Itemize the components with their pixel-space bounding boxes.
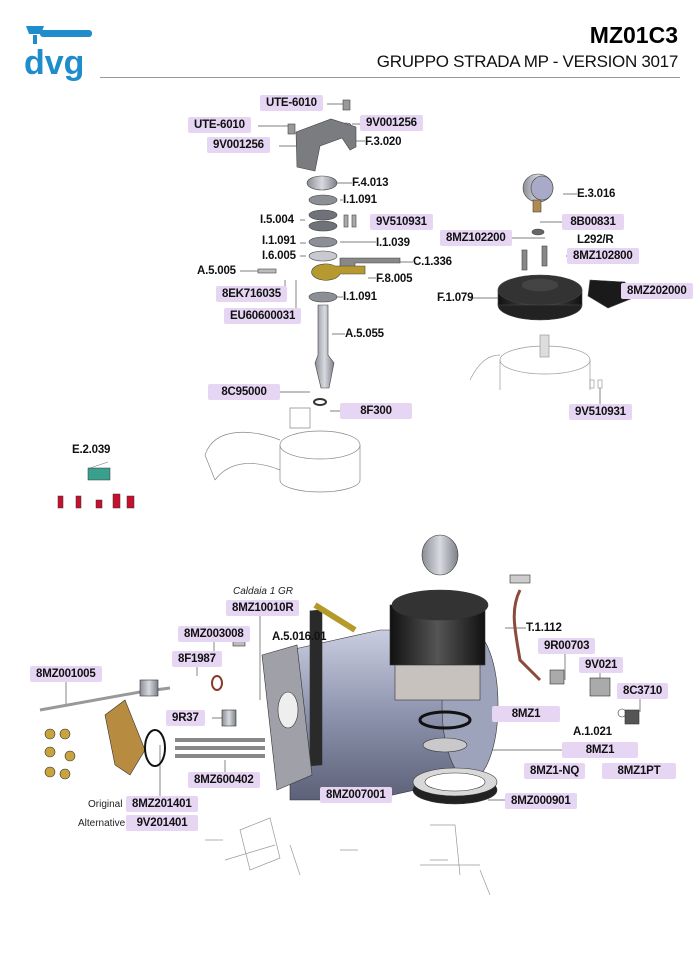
part-label: 8F300 [340, 403, 412, 419]
part-label: 9V510931 [370, 214, 433, 230]
part-label: UTE-6010 [260, 95, 323, 111]
alternative-caption: Alternative [78, 818, 126, 829]
part-label: I.1.039 [376, 237, 410, 249]
part-label: 8MZ102800 [567, 248, 639, 264]
header-divider [100, 77, 680, 78]
part-label: 8MZ1 [562, 742, 638, 758]
part-label: F.1.079 [437, 292, 474, 304]
part-label: 8MZ007001 [320, 787, 392, 803]
part-label: T.1.112 [526, 622, 562, 634]
part-label: 8MZ1PT [602, 763, 676, 779]
part-label: 8MZ001005 [30, 666, 102, 682]
bracket [257, 99, 401, 406]
part-label: I.6.005 [262, 250, 296, 262]
part-label: 9R00703 [538, 638, 596, 654]
part-label: 9V001256 [207, 137, 270, 153]
part-label: 8B00831 [562, 214, 624, 230]
part-label: F.3.020 [365, 136, 402, 148]
part-label: I.1.091 [343, 194, 377, 206]
part-label: 8MZ600402 [188, 772, 260, 788]
part-label: 9R37 [166, 710, 205, 726]
part-label: I.1.091 [343, 291, 377, 303]
svg-text:dvg: dvg [24, 44, 84, 82]
part-label: 8C3710 [617, 683, 669, 699]
part-label: 9V201401 [126, 815, 198, 831]
part-label: 8MZ102200 [440, 230, 512, 246]
part-label: L292/R [577, 234, 614, 246]
part-label: 8MZ201401 [126, 796, 198, 812]
boiler-caption: Caldaia 1 GR [233, 586, 294, 597]
part-label: I.1.091 [262, 235, 296, 247]
page-title: MZ01C3 [589, 22, 678, 48]
part-label: 9V510931 [569, 404, 632, 420]
part-label: 8MZ10010R [226, 600, 300, 616]
part-label: A.1.021 [573, 726, 612, 738]
part-label: A.5.055 [345, 328, 384, 340]
part-label: 9V021 [579, 657, 624, 673]
part-label: EU60600031 [224, 308, 302, 324]
group-head-sketch [204, 407, 361, 493]
part-label: 8MZ1-NQ [524, 763, 586, 779]
part-label: 8MZ1 [492, 706, 560, 722]
part-label: 8MZ003008 [178, 626, 250, 642]
dvg-logo: dvg [20, 22, 100, 89]
part-label: F.8.005 [376, 273, 413, 285]
part-label: 8C95000 [208, 384, 280, 400]
part-label: 9V001256 [360, 115, 423, 131]
microswitch-drawing [57, 461, 135, 509]
part-label: 8MZ000901 [505, 793, 577, 809]
part-label: F.4.013 [352, 177, 389, 189]
part-label: A.5.016.01 [272, 631, 327, 643]
part-label: A.5.005 [197, 265, 236, 277]
part-label: I.5.004 [260, 214, 294, 226]
part-label: 8EK716035 [216, 286, 287, 302]
part-label: UTE-6010 [188, 117, 251, 133]
page-subtitle: GRUPPO STRADA MP - VERSION 3017 [376, 52, 679, 71]
part-label: E.2.039 [72, 444, 111, 456]
part-label: E.3.016 [577, 188, 616, 200]
part-label: C.1.336 [413, 256, 452, 268]
part-label: 8MZ202000 [621, 283, 693, 299]
part-label: 8F1987 [172, 651, 222, 667]
original-caption: Original [88, 799, 123, 810]
